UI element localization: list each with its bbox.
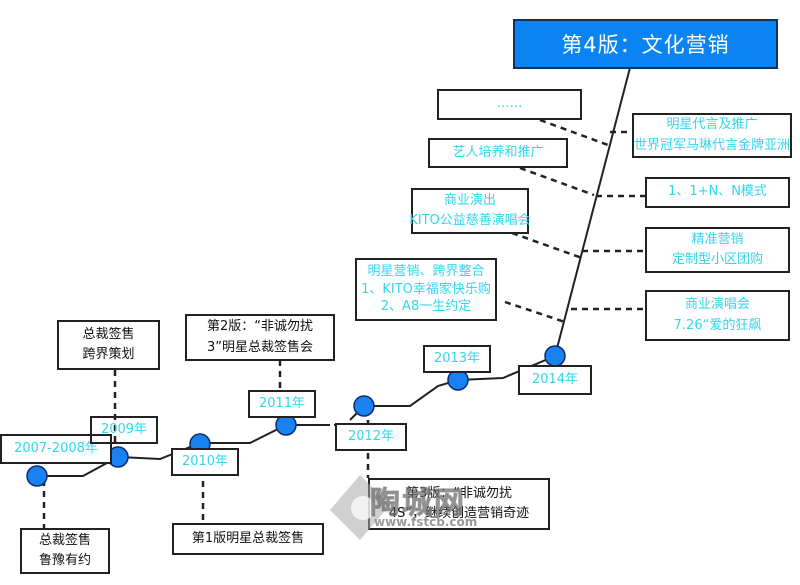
branch-text: 明星营销、跨界整合 — [367, 264, 485, 280]
branch-connector-left-2 — [519, 166, 595, 197]
branch-text: 商业演出 — [443, 192, 496, 208]
year-text: 2012年 — [347, 428, 395, 444]
branch-text: 明星代言及推广 — [666, 117, 758, 133]
watermark-text: 陶城网 — [370, 486, 466, 522]
branch-right-1: 明星代言及推广 世界冠军马琳代言金牌亚洲 — [632, 113, 792, 158]
year-label-2007: 2007-2008年 — [0, 434, 112, 464]
branch-text: 商业演唱会 — [684, 297, 750, 313]
branch-connector-left-1 — [539, 118, 609, 147]
branch-left-4: 明星营销、跨界整合 1、KITO幸福家快乐购 2、A8一生约定 — [355, 258, 497, 321]
node-2011 — [275, 414, 297, 436]
year-label-2012: 2012年 — [335, 423, 407, 451]
event-2007: 总裁签售 鲁豫有约 — [20, 528, 110, 574]
year-text: 2013年 — [433, 350, 481, 366]
node-2012 — [353, 395, 375, 417]
event-text: 3”明星总裁签售会 — [206, 339, 313, 355]
event-text: 第1版明星总裁签售 — [191, 530, 305, 546]
event-2011: 第2版：“非诚勿扰 3”明星总裁签售会 — [185, 314, 335, 361]
event-text: 跨界策划 — [82, 347, 135, 362]
event-2010: 第1版明星总裁签售 — [172, 523, 324, 555]
node-2013 — [447, 369, 469, 391]
node-2014 — [544, 345, 566, 367]
branch-text: 艺人培养和推广 — [452, 144, 544, 160]
year-label-2010: 2010年 — [171, 448, 239, 476]
event-2012: 第3版：“非诚勿扰 4S”，继续创造营销奇迹 — [368, 478, 550, 530]
event-2009: 总裁签售 跨界策划 — [57, 320, 160, 370]
year-label-2014: 2014年 — [518, 365, 592, 395]
branch-right-3: 精准营销 定制型小区团购 — [645, 227, 790, 273]
event-text: 总裁签售 — [82, 326, 135, 342]
event-text: 鲁豫有约 — [38, 553, 91, 568]
year-text: 2011年 — [258, 395, 306, 411]
branch-connector-left-4 — [504, 300, 566, 324]
year-label-2013: 2013年 — [423, 345, 491, 373]
branch-right-4: 商业演唱会 7.26“爱的狂飙 — [645, 290, 790, 341]
event-text: 总裁签售 — [38, 532, 91, 548]
branch-right-2: 1、1+N、N模式 — [645, 177, 790, 208]
branch-text: 精准营销 — [691, 231, 744, 247]
event-text: 第2版：“非诚勿扰 — [206, 319, 313, 335]
event-text: 4S”，继续创造营销奇迹 — [388, 506, 530, 521]
year-text: 2010年 — [181, 453, 229, 469]
branch-text: 7.26“爱的狂飙 — [673, 317, 762, 333]
year-text: 2007-2008年 — [14, 440, 98, 456]
year-label-2011: 2011年 — [248, 390, 316, 418]
branch-text: 2、A8一生约定 — [380, 299, 472, 315]
branch-left-3: 商业演出 KITO公益慈善演唱会 — [409, 188, 531, 234]
branch-text: 定制型小区团购 — [671, 252, 763, 267]
branch-left-1: …… — [437, 89, 582, 120]
year-text: 2014年 — [531, 371, 579, 387]
branch-text: 1、1+N、N模式 — [668, 184, 767, 200]
branch-text: 世界冠军马琳代言金牌亚洲 — [634, 137, 791, 153]
watermark-url: www.fstcb.com — [374, 515, 478, 529]
event-text: 第3版：“非诚勿扰 — [405, 485, 512, 501]
branch-left-2: 艺人培养和推广 — [428, 138, 568, 168]
branch-connector-left-3 — [511, 231, 583, 260]
branch-text: …… — [496, 96, 523, 112]
year-text: 2009年 — [100, 421, 148, 437]
node-2007 — [26, 465, 48, 487]
year-label-2009: 2009年 — [90, 416, 158, 444]
phase-4-title: 第4版：文化营销 — [513, 19, 778, 69]
branch-text: KITO公益慈善演唱会 — [409, 213, 531, 228]
branch-text: 1、KITO幸福家快乐购 — [361, 281, 491, 297]
